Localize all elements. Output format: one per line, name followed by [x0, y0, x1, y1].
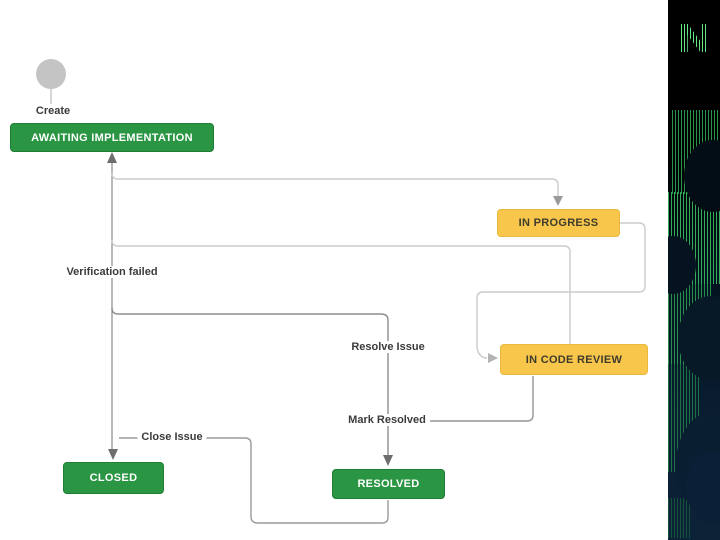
start-node-circle[interactable] [36, 59, 66, 89]
arrowhead-into-incodereview-icon [488, 353, 498, 363]
node-awaiting-implementation[interactable]: AWAITING IMPLEMENTATION [10, 123, 214, 152]
connector-close-issue [119, 437, 389, 524]
connector-resolve-issue [111, 307, 389, 455]
connector-mark-resolved [388, 376, 534, 422]
node-resolved[interactable]: RESOLVED [332, 469, 445, 499]
transition-label-mark-resolved[interactable]: Mark Resolved [344, 414, 430, 426]
connector-verification-failed [111, 239, 571, 344]
transition-label-resolve-issue[interactable]: Resolve Issue [347, 341, 429, 353]
node-in-code-review[interactable]: IN CODE REVIEW [500, 344, 648, 375]
node-closed[interactable]: CLOSED [63, 462, 164, 494]
transition-label-close-issue[interactable]: Close Issue [137, 431, 207, 443]
matrix-code-art [668, 0, 720, 540]
arrowhead-into-resolved-icon [383, 455, 393, 466]
node-in-progress[interactable]: IN PROGRESS [497, 209, 620, 237]
connector-inprogress-to-incodereview [476, 222, 646, 359]
transition-label-create[interactable]: Create [31, 105, 75, 117]
matrix-band [668, 498, 692, 538]
matrix-n-glyph-icon [681, 24, 707, 52]
matrix-wave-shadow [686, 452, 720, 522]
arrowhead-into-inprogress-icon [553, 196, 563, 206]
connector-awaiting-to-inprogress [111, 172, 559, 196]
arrowhead-into-awaiting-icon [107, 152, 117, 163]
arrowhead-into-closed-icon [108, 449, 118, 460]
transition-label-verification-failed[interactable]: Verification failed [62, 266, 162, 278]
